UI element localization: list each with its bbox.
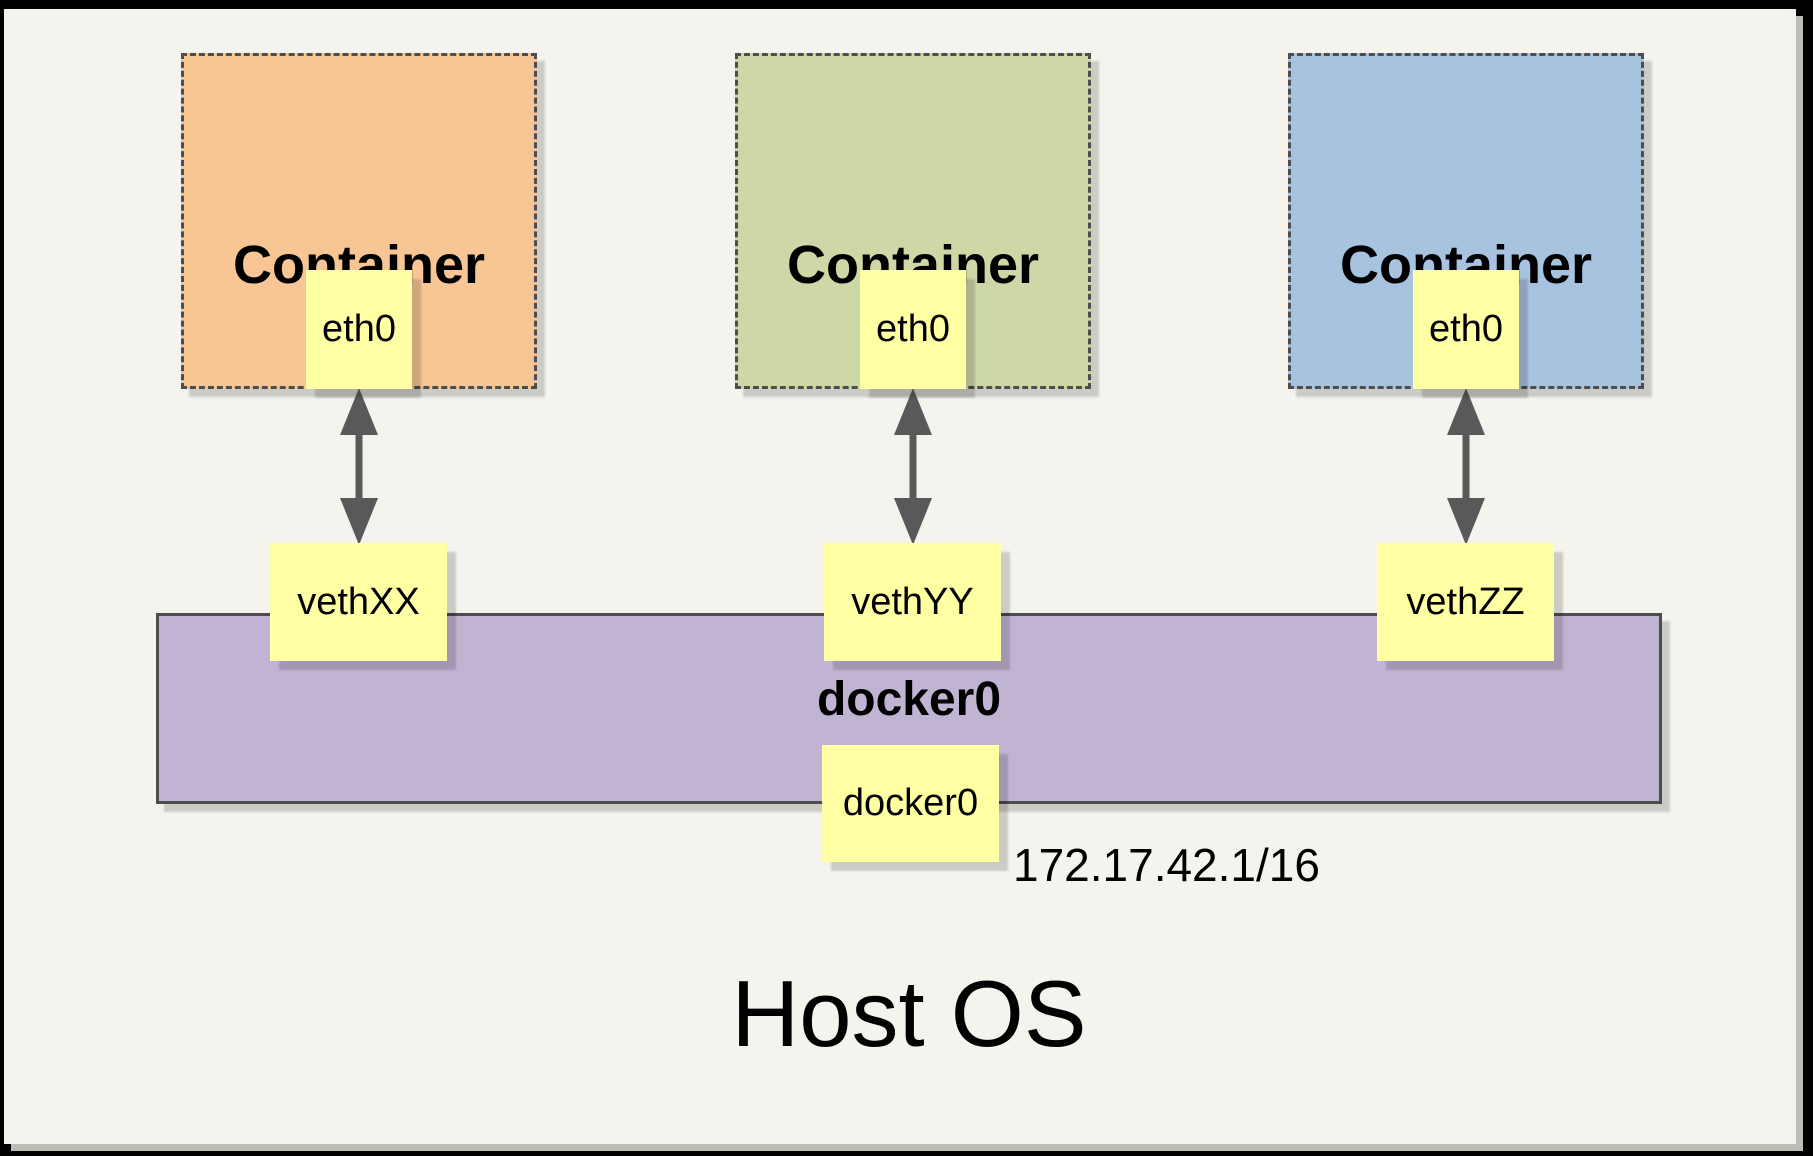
docker0-interface-label: docker0 [842,782,979,824]
host-os-label: Host OS [731,961,1087,1066]
eth0-label-2: eth0 [876,308,950,350]
docker0-interface-box: docker0 [822,745,999,862]
veth-box-2: vethYY [824,543,1001,661]
eth0-box-1: eth0 [306,270,412,389]
veth-label-3: vethZZ [1406,580,1525,623]
container-box-1: Container [181,53,537,389]
bidirectional-arrow-3 [1447,388,1485,545]
eth0-box-3: eth0 [1413,270,1519,389]
docker0-bridge-label: docker0 [816,673,1002,726]
veth-label-2: vethYY [851,580,974,623]
eth0-label-3: eth0 [1429,308,1503,350]
eth0-box-2: eth0 [860,270,966,389]
bidirectional-arrow-2 [894,388,932,545]
veth-box-3: vethZZ [1377,543,1554,661]
bridge-ip-address: 172.17.42.1/16 [1013,839,1320,891]
eth0-label-1: eth0 [322,308,396,350]
veth-box-1: vethXX [270,543,447,661]
veth-label-1: vethXX [297,580,420,623]
bidirectional-arrow-1 [340,388,378,545]
